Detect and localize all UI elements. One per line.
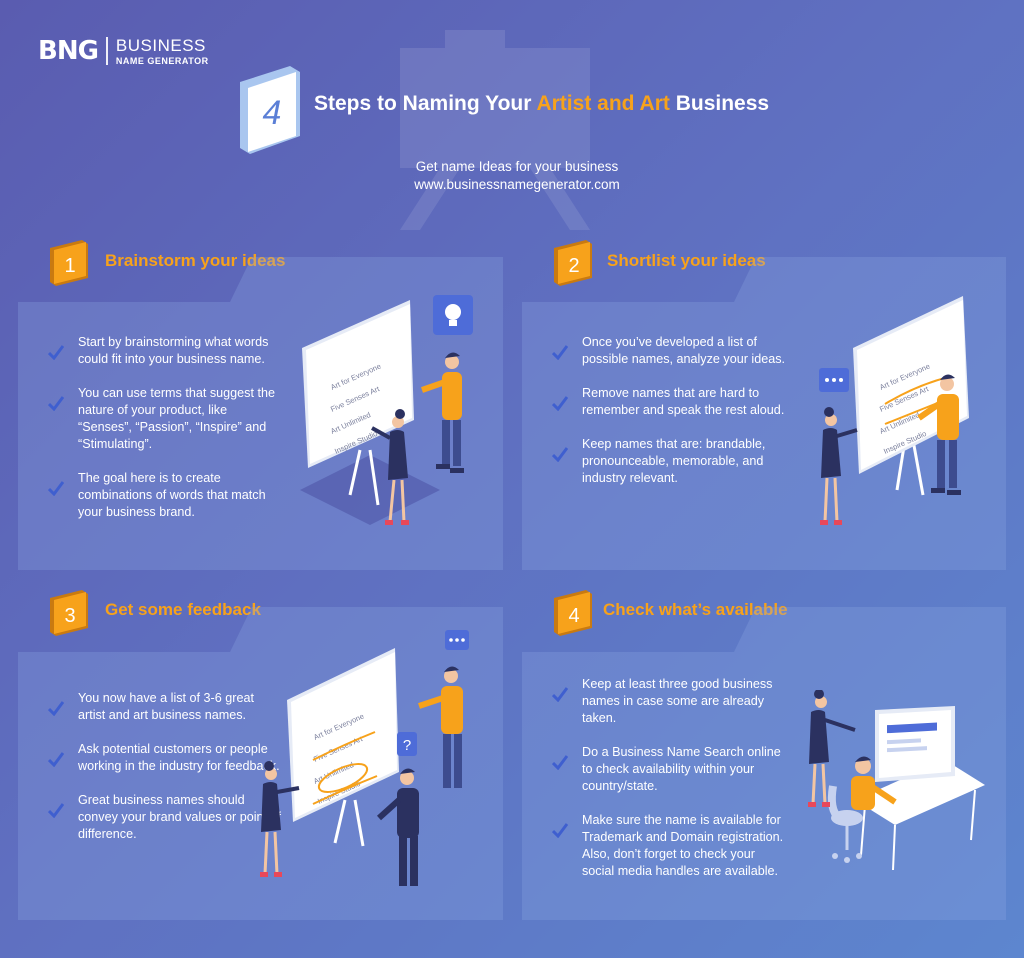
title-accent: Artist and Art (536, 92, 670, 115)
step-2-badge-icon: 2 (554, 240, 592, 286)
check-icon (48, 396, 64, 411)
chat-bubble-icon (445, 630, 469, 650)
step-2-number: 2 (568, 255, 579, 277)
list-item: The goal here is to create combinations … (48, 470, 283, 521)
list-item: You now have a list of 3-6 great artist … (48, 690, 283, 724)
list-item: Keep names that are: brandable, pronounc… (552, 436, 787, 487)
step-2-shortlist-illustration: Art for Everyone Five Senses Art Art Unl… (819, 296, 969, 525)
step-2-list: Once you’ve developed a list of possible… (552, 334, 787, 504)
check-icon (48, 803, 64, 818)
list-item: Keep at least three good business names … (552, 676, 787, 727)
step-4-number: 4 (568, 605, 579, 627)
check-icon (552, 755, 568, 770)
question-mark-icon: ? (397, 732, 417, 756)
page-title: Steps to Naming Your Artist and Art Busi… (314, 92, 769, 116)
background-easel-icon (400, 30, 590, 230)
check-icon (48, 345, 64, 360)
check-icon (48, 752, 64, 767)
step-3-badge-icon: 3 (50, 590, 88, 636)
list-item: You can use terms that suggest the natur… (48, 385, 283, 453)
title-badge-number: 4 (263, 94, 282, 132)
step-3-number: 3 (64, 605, 75, 627)
monitor-icon (875, 706, 955, 782)
step-2-panel: Once you’ve developed a list of possible… (522, 257, 1006, 570)
step-1-list: Start by brainstorming what words could … (48, 334, 283, 538)
check-icon (48, 701, 64, 716)
list-item: Great business names should convey your … (48, 792, 283, 843)
logo-divider (105, 37, 108, 65)
website-url[interactable]: www.businessnamegenerator.com (414, 177, 620, 192)
logo-line-2: NAME GENERATOR (115, 55, 209, 66)
step-2-heading: Shortlist your ideas (607, 251, 766, 270)
check-icon (552, 687, 568, 702)
step-4-badge-icon: 4 (554, 590, 592, 636)
subtitle-text: Get name Ideas for your business (415, 159, 619, 174)
check-icon (552, 447, 568, 462)
brand-logo[interactable]: BNG BUSINESS NAME GENERATOR (38, 36, 209, 66)
step-3-feedback-illustration: Art for Everyone Five Senses Art Art Unl… (260, 630, 469, 886)
step-1-badge-icon: 1 (50, 240, 88, 286)
title-part-1: Steps to Naming Your (314, 92, 537, 115)
title-part-2: Business (669, 92, 770, 115)
list-item: Once you’ve developed a list of possible… (552, 334, 787, 368)
logo-line-1: BUSINESS (115, 35, 206, 55)
check-icon (552, 823, 568, 838)
step-3-list: You now have a list of 3-6 great artist … (48, 690, 283, 860)
step-1-panel: Start by brainstorming what words could … (18, 257, 503, 570)
check-icon (552, 396, 568, 411)
chat-bubble-icon (819, 368, 849, 392)
step-4-list: Keep at least three good business names … (552, 676, 787, 897)
lightbulb-icon (433, 295, 473, 335)
step-4-heading: Check what’s available (603, 600, 788, 619)
check-icon (48, 481, 64, 496)
number-four-cube-icon: 4 (240, 66, 300, 154)
check-icon (552, 345, 568, 360)
list-item: Ask potential customers or people workin… (48, 741, 283, 775)
list-item: Remove names that are hard to remember a… (552, 385, 787, 419)
step-3-heading: Get some feedback (105, 600, 261, 619)
step-1-heading: Brainstorm your ideas (105, 251, 286, 270)
step-4-computer-search-illustration (808, 690, 985, 871)
list-item: Do a Business Name Search online to chec… (552, 744, 787, 795)
step-1-brainstorm-illustration: Art for Everyone Five Senses Art Art Unl… (300, 295, 473, 525)
step-1-number: 1 (64, 255, 75, 277)
list-item: Make sure the name is available for Trad… (552, 812, 787, 880)
list-item: Start by brainstorming what words could … (48, 334, 283, 368)
logo-mark: BNG (38, 36, 99, 66)
svg-text:?: ? (403, 737, 411, 754)
subtitle: Get name Ideas for your business www.bus… (0, 158, 1024, 194)
